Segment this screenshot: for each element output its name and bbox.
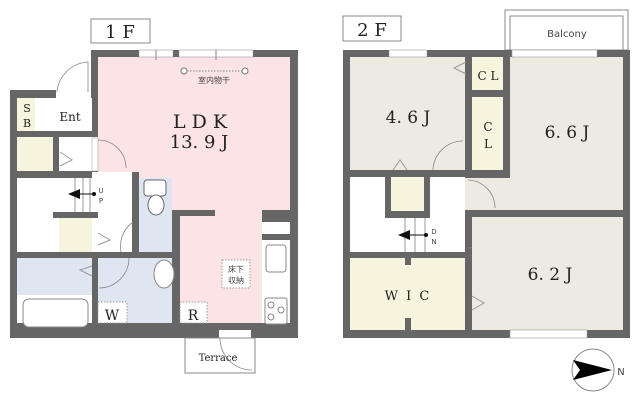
- fridge-space: [179, 301, 208, 324]
- stairs-down-label: N: [431, 238, 436, 246]
- north-label: N: [617, 367, 624, 378]
- entrance-door[interactable]: [56, 61, 89, 93]
- closet-label: C: [483, 120, 492, 134]
- terrace-label: Terrace: [199, 353, 238, 364]
- floor-2-label: 2 F: [357, 20, 387, 41]
- closet: [17, 137, 53, 171]
- sb-label: B: [23, 117, 31, 130]
- stove-icon: [264, 297, 288, 325]
- entrance: [35, 98, 92, 131]
- stairs-up-label: P: [99, 197, 103, 205]
- stairs-arrow-icon: [398, 230, 410, 240]
- balcony-label: Balcony: [547, 29, 587, 40]
- closet: [472, 97, 503, 170]
- fridge-label: R: [188, 308, 199, 324]
- room-6-2j: [472, 217, 623, 330]
- sb-label: S: [23, 102, 31, 115]
- indoor-drying-label: 室内物干: [198, 75, 230, 85]
- toilet-door[interactable]: [120, 221, 134, 253]
- balcony: [504, 9, 629, 51]
- closet: [391, 177, 424, 211]
- room-4-6j-label: 4. 6 J: [386, 108, 431, 128]
- wic-label: W I C: [385, 289, 432, 304]
- closet: [59, 218, 92, 252]
- closet-label: C L: [478, 69, 499, 83]
- hall: [59, 137, 98, 171]
- room-6-2j-label: 6. 2 J: [528, 265, 573, 285]
- compass-icon: N: [571, 348, 625, 392]
- closet: [472, 57, 503, 90]
- underfloor-storage: [221, 259, 251, 289]
- floor-1-label-box: [90, 18, 151, 44]
- underfloor-storage-label: 床下: [228, 264, 244, 274]
- floor-1: 1 F 室内物干 L D K 13. 9 J 床下 収納: [10, 18, 298, 374]
- terrace: [184, 337, 256, 374]
- closet-door[interactable]: [59, 151, 73, 167]
- washroom-door[interactable]: [98, 257, 130, 289]
- stairs-down-label: D: [431, 228, 436, 236]
- shoe-box: [17, 98, 35, 131]
- stairs-arrow-icon: [68, 189, 80, 199]
- floor-2-label-box: [342, 15, 402, 42]
- toilet-icon: [147, 194, 165, 216]
- drying-pole-icon: [180, 67, 188, 75]
- window: [511, 49, 598, 58]
- ldk-label: L D K: [173, 111, 228, 133]
- bathroom: [17, 258, 92, 295]
- room-6-6j: [510, 57, 623, 210]
- washbasin-icon: [153, 259, 175, 289]
- floor-1-label: 1 F: [105, 22, 135, 43]
- window: [509, 329, 588, 339]
- window: [388, 49, 428, 58]
- floor-2: 2 F Balcony 4. 6 J C L C L 6. 6 J D N: [342, 9, 630, 392]
- toilet-tank-icon: [143, 179, 167, 197]
- sink-icon: [265, 244, 287, 273]
- closet-label: L: [484, 137, 492, 151]
- entrance-label: Ent: [59, 110, 80, 124]
- stairs-up-label: U: [98, 187, 103, 195]
- washer-space: [97, 301, 128, 324]
- ldk-size: 13. 9 J: [170, 132, 229, 153]
- underfloor-storage-label: 収納: [228, 275, 244, 285]
- bathtub-icon: [22, 298, 89, 328]
- room-4-6j: [350, 57, 465, 170]
- ldk-door[interactable]: [97, 139, 127, 169]
- washer-label: W: [105, 308, 120, 324]
- room-6-6j-label: 6. 6 J: [545, 123, 590, 143]
